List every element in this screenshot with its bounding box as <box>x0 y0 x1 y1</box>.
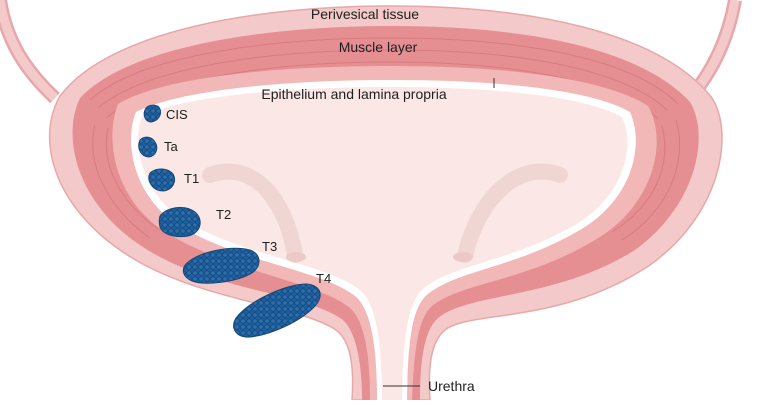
epithelium-label: Epithelium and lamina propria <box>261 86 446 102</box>
urethra-label: Urethra <box>428 378 475 394</box>
tumor-t1 <box>148 168 176 192</box>
bladder-lumen <box>138 87 628 400</box>
tumor-t2 <box>158 207 201 238</box>
stage-label-cis: CIS <box>166 107 188 122</box>
tumor-ta <box>138 136 158 158</box>
tumor-cis <box>143 104 161 123</box>
stage-label-t1: T1 <box>184 171 199 186</box>
tumor-t3 <box>182 247 260 284</box>
stage-label-ta: Ta <box>164 139 179 154</box>
muscle-label: Muscle layer <box>339 39 418 55</box>
ureter-right <box>457 163 568 263</box>
stage-label-t2: T2 <box>216 207 231 222</box>
stage-label-t4: T4 <box>316 271 331 286</box>
perivesical-label: Perivesical tissue <box>311 6 419 22</box>
ureter-left <box>202 163 303 263</box>
tumor-t4 <box>233 283 321 338</box>
stage-label-t3: T3 <box>262 239 277 254</box>
perivesical-strand-left <box>0 0 60 104</box>
